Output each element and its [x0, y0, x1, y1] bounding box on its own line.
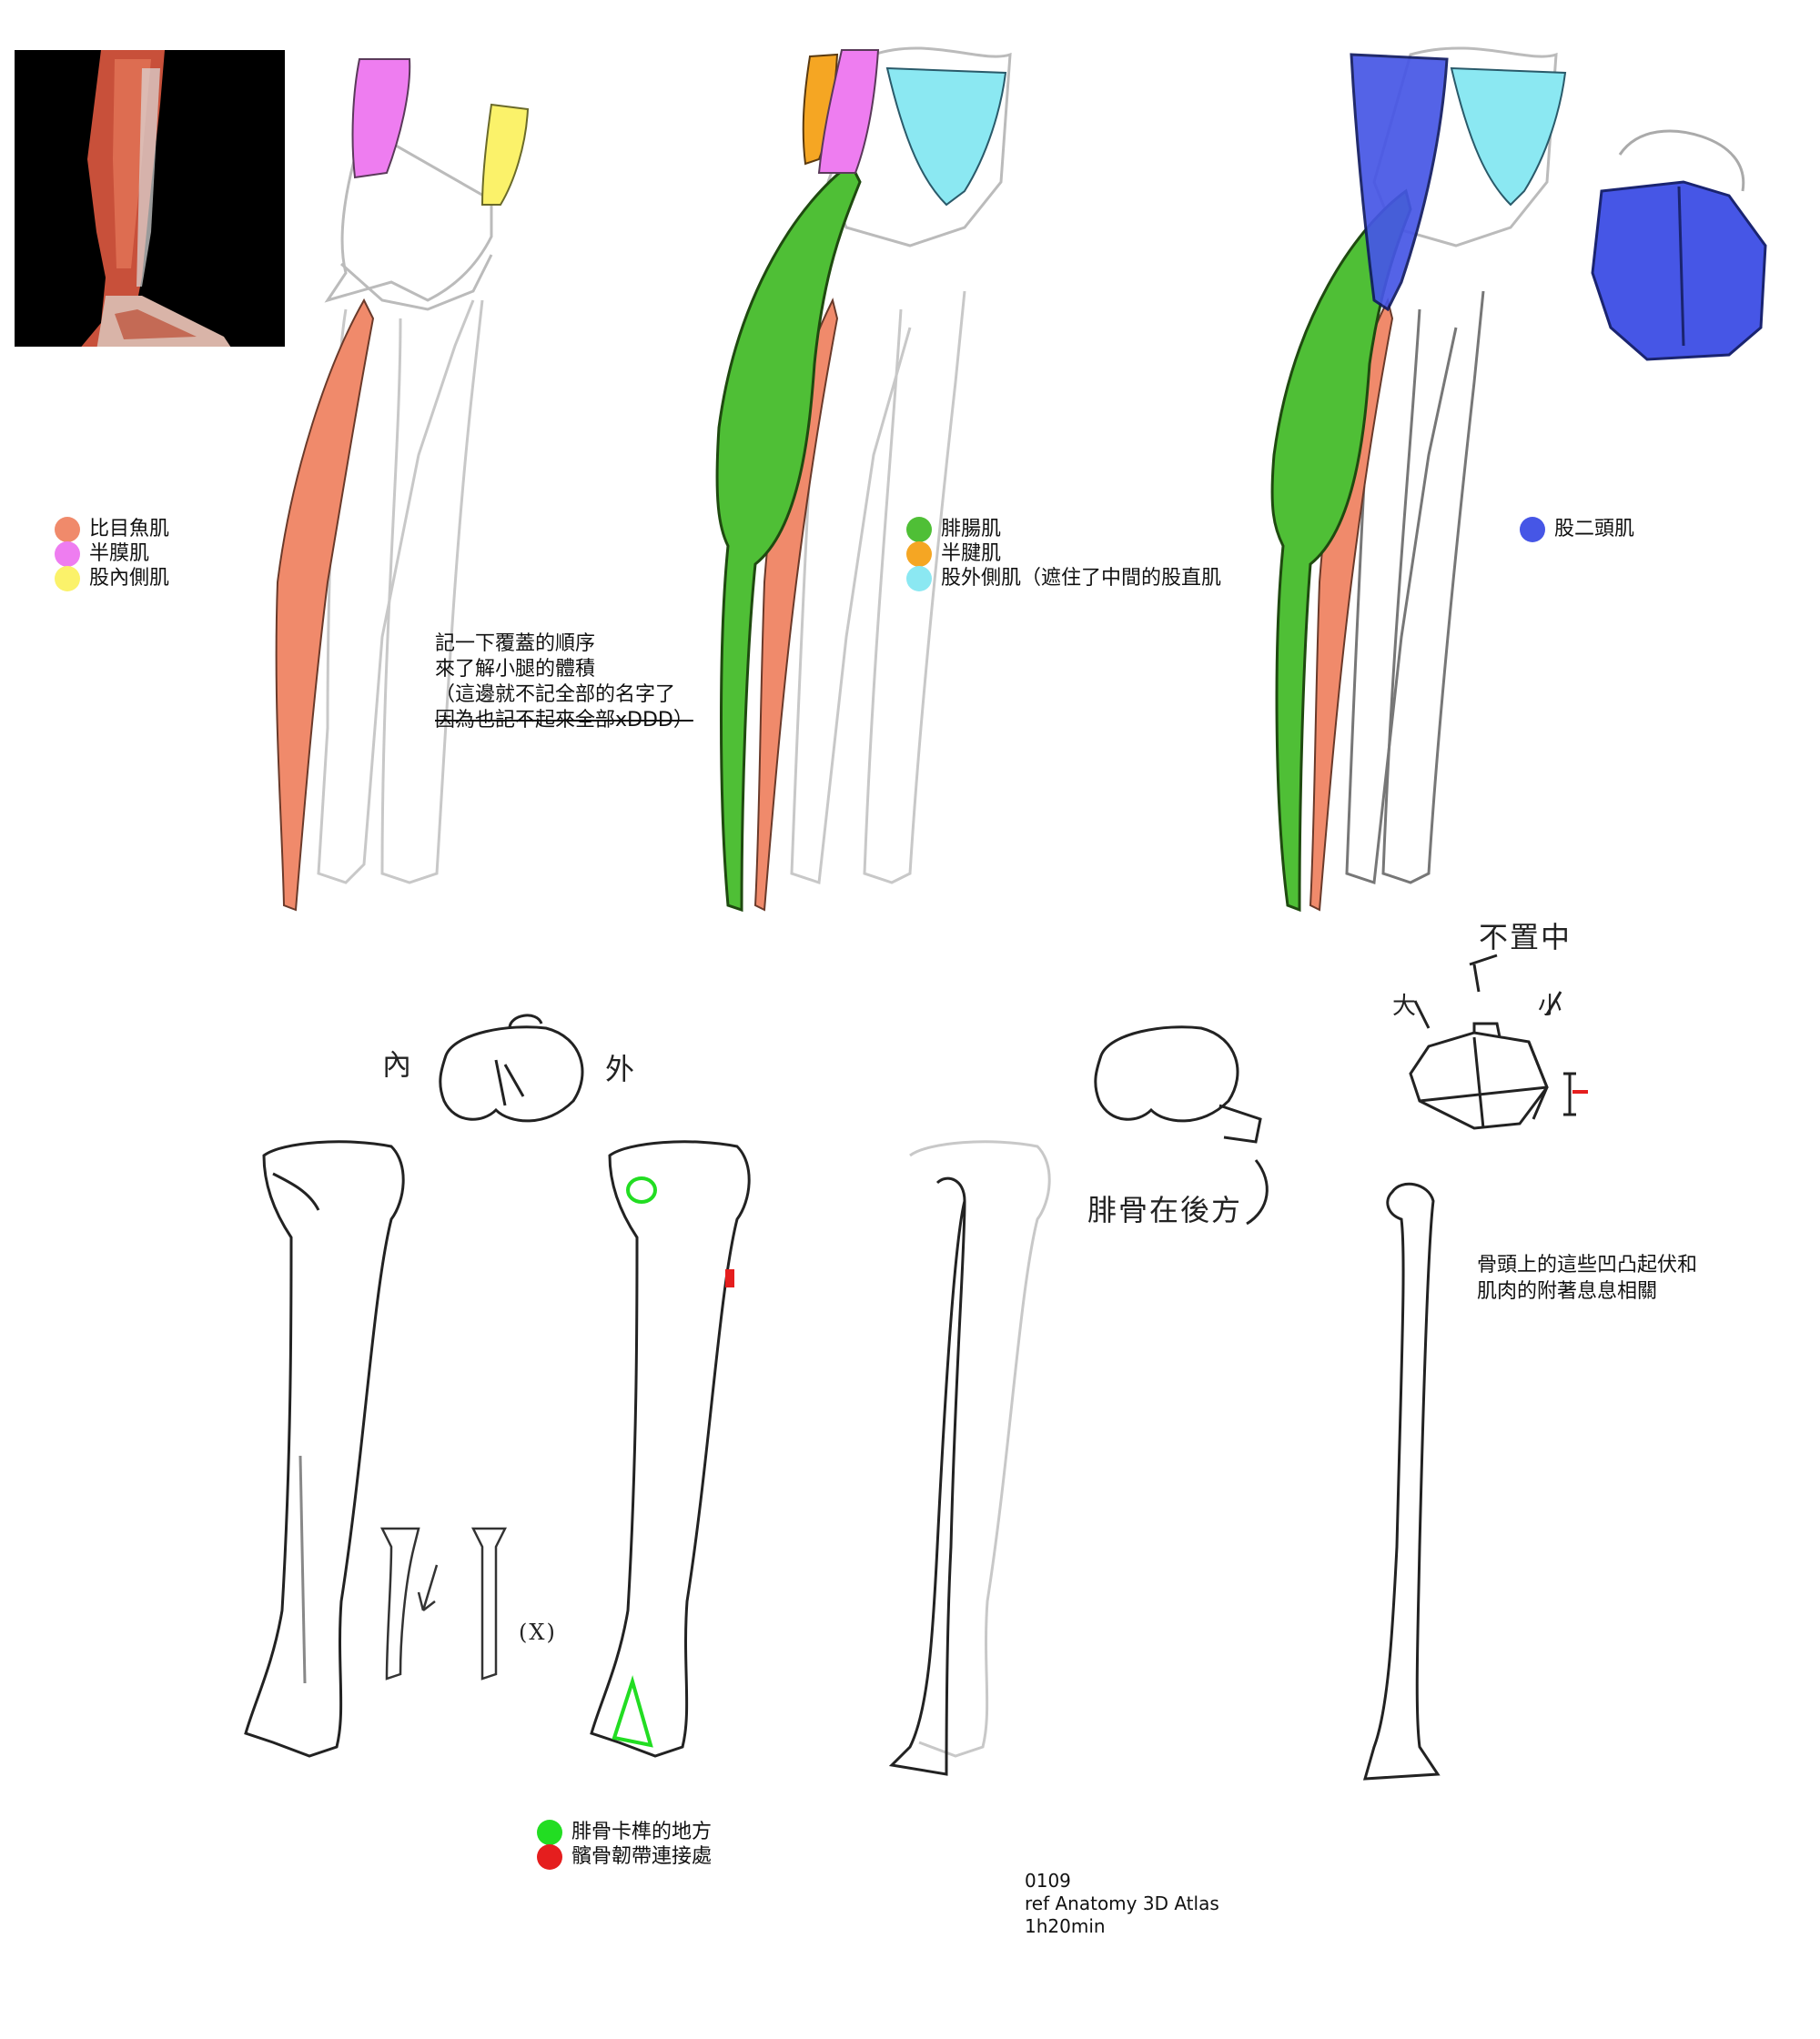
leg-muscle-render — [15, 50, 285, 347]
label-not-centered: 不置中 — [1479, 920, 1572, 954]
legend-label: 股內側肌 — [89, 567, 170, 590]
legend-swatch — [55, 516, 80, 542]
label-outer: 外 — [605, 1052, 637, 1086]
legend-item-biceps-femoris: 股二頭肌 — [1520, 516, 1635, 542]
note-line: 記一下覆蓋的順序 — [435, 632, 596, 655]
legend-swatch — [537, 1819, 562, 1845]
legend-item-semimembranosus: 半膜肌 — [55, 540, 169, 567]
legend-item-soleus: 比目魚肌 — [55, 516, 170, 542]
note-line: 肌肉的附著息息相關 — [1477, 1280, 1658, 1303]
credits: 0109 ref Anatomy 3D Atlas 1h20min — [1025, 1870, 1219, 1938]
legend-label: 股二頭肌 — [1554, 518, 1635, 540]
legend-item-semitendinosus: 半腱肌 — [906, 540, 1221, 567]
legend-item-fibula-joint: 腓骨卡榫的地方 — [537, 1819, 713, 1845]
legend-muscles-3: 股二頭肌 — [1520, 516, 1635, 542]
credit-reference: ref Anatomy 3D Atlas — [1025, 1893, 1219, 1914]
legend-label: 半膜肌 — [89, 542, 150, 565]
reference-photo — [15, 50, 285, 347]
note-line: （這邊就不記全部的名字了 — [435, 683, 676, 706]
tibia-head-geometry — [1409, 954, 1588, 1130]
legend-muscles-1: 比目魚肌 半膜肌 股內側肌 — [55, 516, 170, 591]
fibula-over-tibia-drawing — [888, 1140, 1051, 1776]
legend-swatch — [906, 540, 932, 567]
note-covering-order: 記一下覆蓋的順序 來了解小腿的體積 （這邊就不記全部的名字了 因為也記不起來全部… — [435, 631, 693, 733]
legend-item-vastus-medialis: 股內側肌 — [55, 565, 170, 591]
label-small: 小 — [1538, 993, 1564, 1020]
legend-swatch — [55, 565, 80, 591]
leg-figure-2 — [715, 46, 1012, 913]
note-bone-bumps: 骨頭上的這些凹凸起伏和 肌肉的附著息息相關 — [1477, 1252, 1697, 1305]
label-wrong: (X) — [519, 1620, 557, 1645]
legend-label: 半腱肌 — [941, 542, 1002, 565]
label-big: 大 — [1392, 993, 1419, 1020]
legend-label: 股外側肌（遮住了中間的股直肌 — [941, 567, 1222, 590]
tibia-head-top-view-1 — [439, 1014, 584, 1123]
legend-label: 髕骨韌帶連接處 — [571, 1845, 713, 1868]
fibula-drawing — [1362, 1182, 1441, 1781]
credit-duration: 1h20min — [1025, 1915, 1106, 1937]
legend-item-patellar-ligament: 髕骨韌帶連接處 — [537, 1843, 713, 1870]
leg-figure-3 — [1270, 46, 1767, 913]
tibia-drawing-1 — [244, 1140, 405, 1758]
legend-label: 腓骨卡榫的地方 — [571, 1821, 713, 1843]
legend-label: 腓腸肌 — [941, 518, 1002, 540]
credit-date: 0109 — [1025, 1870, 1071, 1892]
note-line: 骨頭上的這些凹凸起伏和 — [1477, 1254, 1698, 1277]
label-fibula-behind: 腓骨在後方 — [1087, 1193, 1243, 1227]
wrong-shape-sketches — [379, 1527, 508, 1681]
legend-swatch — [55, 540, 80, 567]
leg-figure-1 — [275, 58, 530, 912]
legend-swatch — [906, 565, 932, 591]
legend-muscles-2: 腓腸肌 半腱肌 股外側肌（遮住了中間的股直肌 — [906, 516, 1222, 591]
legend-swatch — [906, 516, 932, 542]
legend-label: 比目魚肌 — [89, 518, 170, 540]
legend-item-gastrocnemius: 腓腸肌 — [906, 516, 1221, 542]
tibia-head-top-view-2 — [1094, 1025, 1269, 1226]
legend-swatch — [537, 1843, 562, 1870]
note-line: 來了解小腿的體積 — [435, 658, 596, 681]
tibia-marked-drawing — [590, 1140, 751, 1758]
legend-swatch — [1520, 516, 1545, 542]
note-line-strikethrough: 因為也記不起來全部xDDD） — [435, 709, 693, 732]
legend-item-vastus-lateralis: 股外側肌（遮住了中間的股直肌 — [906, 565, 1222, 591]
legend-bone-marks: 腓骨卡榫的地方 髕骨韌帶連接處 — [537, 1819, 713, 1870]
label-inner: 內 — [382, 1047, 414, 1082]
